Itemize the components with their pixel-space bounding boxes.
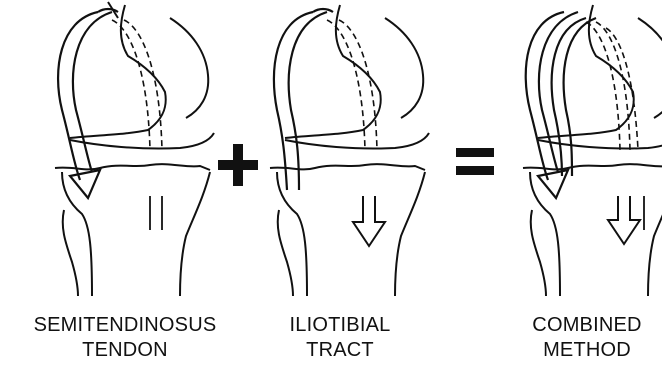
caption-semitendinosus-tendon: SEMITENDINOSUS TENDON	[0, 313, 250, 363]
panel-semitendinosus	[55, 2, 214, 296]
caption-line: ILIOTIBIAL	[265, 313, 415, 338]
caption-line: TRACT	[265, 338, 415, 363]
panel-iliotibial	[270, 5, 429, 296]
panel-combined	[523, 5, 662, 296]
caption-iliotibial-tract: ILIOTIBIAL TRACT	[265, 313, 415, 363]
caption-line: METHOD	[512, 338, 662, 363]
caption-line: COMBINED	[512, 313, 662, 338]
plus-operator	[218, 144, 258, 186]
caption-combined-method: COMBINED METHOD	[512, 313, 662, 363]
equals-operator	[456, 148, 494, 175]
caption-line: SEMITENDINOSUS	[0, 313, 250, 338]
caption-line: TENDON	[0, 338, 250, 363]
